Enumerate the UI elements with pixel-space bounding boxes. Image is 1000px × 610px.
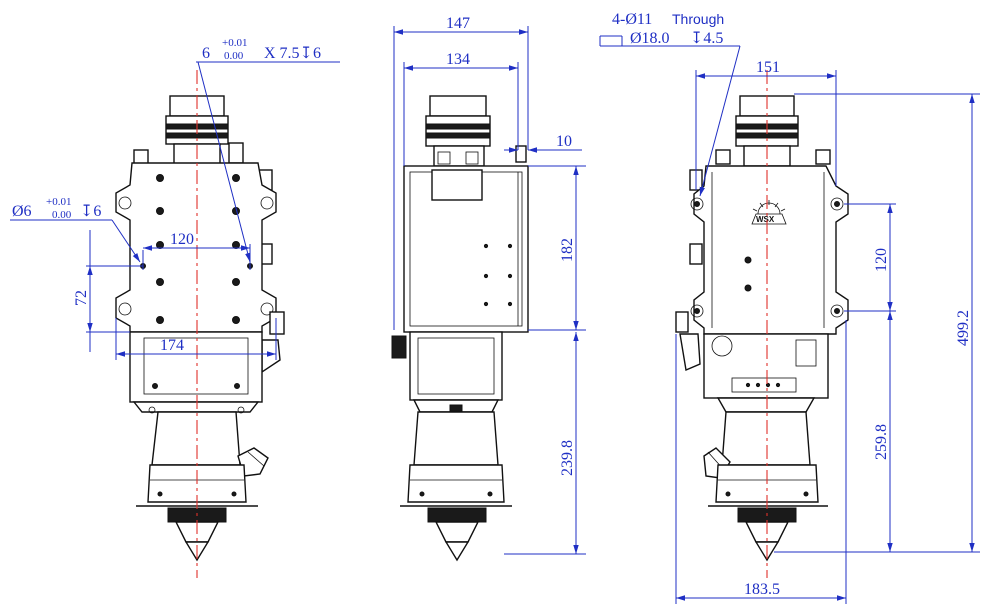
- side-dim-134: 134: [446, 51, 470, 68]
- side-nozzle-tip: [444, 541, 470, 562]
- side-dim-10: 10: [556, 133, 572, 150]
- front-hole-tol-lower: 0.00: [224, 50, 244, 62]
- side-collimator: [425, 115, 491, 147]
- right-cbore-depth: ↧4.5: [690, 30, 723, 47]
- side-knob: [391, 335, 407, 359]
- front-lower-body: [129, 331, 263, 403]
- front-pin-tol-upper: +0.01: [46, 196, 71, 208]
- side-dim-239-8: 239.8: [559, 440, 576, 476]
- side-window: [431, 169, 483, 201]
- front-pin-tol-lower: 0.00: [52, 209, 72, 221]
- side-view-dimensions: 147 134 10 182 239.8: [393, 15, 586, 555]
- right-dim-151: 151: [756, 59, 780, 76]
- right-focus-tube: [721, 411, 811, 466]
- front-hole-depth: X 7.5↧6: [264, 45, 321, 62]
- side-ceramic-ring: [427, 507, 487, 523]
- front-focus-tube: [151, 411, 241, 466]
- front-hole-size: 6: [202, 45, 210, 62]
- side-lower-body: [409, 331, 503, 401]
- side-dim-182: 182: [559, 238, 576, 262]
- right-view-dimensions: 4-Ø11 Through Ø18.0 ↧4.5 151 120 259.8 4…: [599, 11, 980, 604]
- right-main-body: [693, 165, 849, 335]
- right-hole-through: Through: [672, 11, 724, 27]
- side-view: [391, 95, 529, 562]
- front-view: [115, 70, 285, 578]
- side-dim-147: 147: [446, 15, 470, 32]
- front-dim-72: 72: [73, 290, 90, 306]
- wsx-logo-icon: WSX: [751, 200, 787, 225]
- front-dim-120: 120: [170, 231, 194, 248]
- side-main-body: [403, 165, 529, 333]
- right-hole-count: 4-Ø11: [612, 11, 652, 28]
- front-fitting-right: [228, 142, 244, 164]
- front-view-dimensions: 6 +0.01 0.00 X 7.5↧6 Ø6 +0.01 0.00 ↧6 12…: [10, 37, 340, 360]
- right-dim-120: 120: [873, 248, 890, 272]
- right-dim-499-2: 499.2: [955, 310, 972, 346]
- front-pin-diameter: Ø6: [12, 203, 32, 220]
- front-dim-174: 174: [160, 337, 184, 354]
- right-view: WSX: [675, 70, 849, 578]
- front-pin-depth: ↧6: [80, 203, 101, 220]
- right-dim-183-5: 183.5: [744, 581, 780, 598]
- right-dim-259-8: 259.8: [873, 424, 890, 460]
- side-focus-tube: [413, 411, 499, 466]
- right-cbore-diameter: Ø18.0: [630, 30, 670, 47]
- svg-text:WSX: WSX: [756, 215, 775, 224]
- front-hole-tol-upper: +0.01: [222, 37, 247, 49]
- side-top-cap: [429, 95, 487, 117]
